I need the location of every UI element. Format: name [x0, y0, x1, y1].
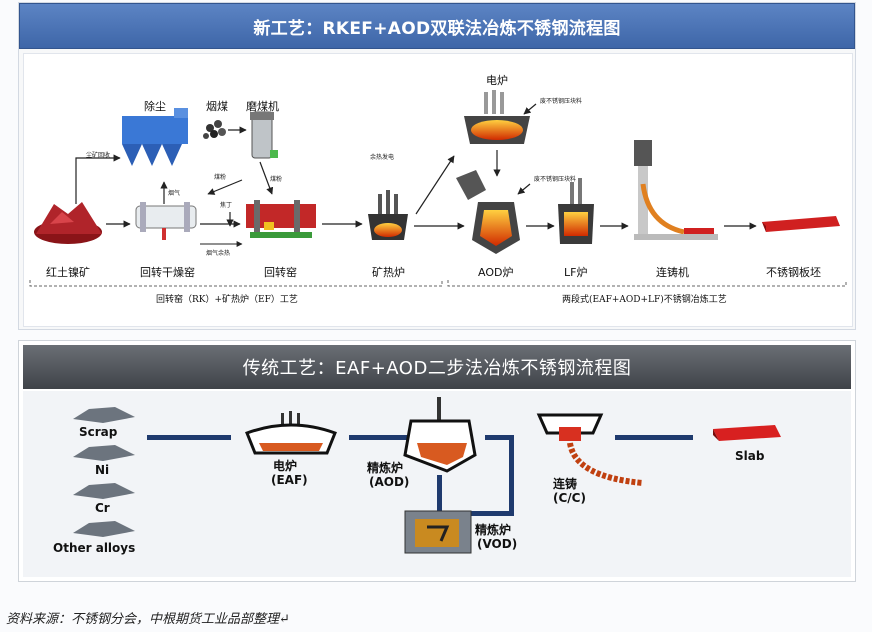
- input-scrap-label: Scrap: [79, 425, 118, 439]
- slab-label: Slab: [735, 449, 765, 463]
- ef-label: 矿热炉: [372, 266, 405, 279]
- vod-en-label: (VOD): [477, 537, 518, 551]
- aod-icon: [403, 397, 477, 473]
- note-recycle: 尘矿回收: [86, 152, 111, 159]
- section-left-label: 回转窑（RK）+矿热炉（EF）工艺: [156, 295, 298, 305]
- vod-icon: [404, 510, 472, 554]
- coal-mill-icon: [250, 111, 278, 159]
- dust-label: 除尘: [144, 100, 166, 113]
- laterite-ore-icon: [34, 202, 102, 244]
- eaf-en-label: (EAF): [271, 473, 308, 487]
- dryer-label: 回转干燥窑: [140, 266, 195, 279]
- input-piles: [73, 407, 135, 537]
- note-coke: 焦丁: [220, 202, 233, 209]
- cc-cn-label: 连铸: [553, 477, 578, 491]
- traditional-process-diagram: Scrap Ni Cr Other alloys 电炉 (EAF) 精炼炉 (A…: [23, 391, 851, 577]
- note-alloy: 废不锈钢压块料: [534, 176, 577, 183]
- input-cr-label: Cr: [95, 501, 110, 515]
- source-note: 资料来源：不锈钢分会，中根期货工业品部整理↵: [6, 612, 290, 627]
- eaf-label: 电炉: [486, 74, 508, 87]
- traditional-process-title: 传统工艺：EAF+AOD二步法冶炼不锈钢流程图: [23, 345, 851, 389]
- aod-converter-icon: [456, 170, 520, 254]
- process-connectors: [147, 435, 693, 516]
- note-waste-heat: 烟气余热: [206, 250, 231, 257]
- slab-label: 不锈钢板坯: [766, 266, 821, 279]
- new-process-drawing: [29, 90, 847, 287]
- note-coal-dust: 煤粉: [214, 174, 227, 181]
- flow-arrows: [75, 103, 757, 230]
- rotary-dryer-icon: [135, 202, 197, 240]
- note-flue-gas: 烟气: [168, 190, 181, 197]
- slab-icon: [713, 425, 781, 441]
- note-coal-powder: 煤粉: [270, 176, 283, 183]
- aod-cn-label: 精炼炉: [367, 461, 404, 475]
- kiln-label: 回转窑: [264, 266, 297, 279]
- aod-label: AOD炉: [478, 266, 514, 279]
- traditional-process-panel: 传统工艺：EAF+AOD二步法冶炼不锈钢流程图: [18, 340, 856, 582]
- note-power: 余热发电: [370, 154, 395, 161]
- lf-furnace-icon: [558, 178, 594, 244]
- input-ni-label: Ni: [95, 463, 110, 477]
- vod-cn-label: 精炼炉: [475, 523, 512, 537]
- lf-label: LF炉: [564, 266, 588, 279]
- eaf-icon: [245, 411, 337, 455]
- dust-collector-icon: [122, 108, 188, 166]
- eaf-furnace-icon: [464, 90, 530, 144]
- aod-en-label: (AOD): [369, 475, 410, 489]
- continuous-caster-icon: [634, 140, 718, 240]
- slab-icon: [762, 216, 840, 232]
- note-scrap: 废不锈钢压块料: [540, 98, 583, 105]
- cc-en-label: (C/C): [553, 491, 586, 505]
- ore-label: 红土镍矿: [46, 266, 90, 279]
- new-process-diagram: 红土镍矿 回转干燥窑 回转窑 矿热炉 AOD炉 LF炉 连铸机 不锈钢板坯 除尘…: [23, 53, 853, 327]
- new-process-title: 新工艺：RKEF+AOD双联法冶炼不锈钢流程图: [19, 3, 855, 49]
- traditional-process-drawing: [73, 397, 781, 554]
- new-process-panel: 新工艺：RKEF+AOD双联法冶炼不锈钢流程图: [18, 2, 856, 330]
- input-other-alloys-label: Other alloys: [53, 541, 136, 555]
- coal-icon: [203, 120, 226, 139]
- caster-label: 连铸机: [656, 266, 689, 279]
- rotary-kiln-icon: [246, 200, 316, 238]
- section-right-label: 两段式(EAF+AOD+LF)不锈钢冶炼工艺: [562, 295, 727, 305]
- coal-label: 烟煤: [206, 100, 228, 113]
- eaf-cn-label: 电炉: [273, 459, 298, 473]
- continuous-caster-icon: [536, 413, 644, 486]
- electric-furnace-ef-icon: [368, 190, 408, 240]
- mill-label: 磨煤机: [246, 100, 279, 113]
